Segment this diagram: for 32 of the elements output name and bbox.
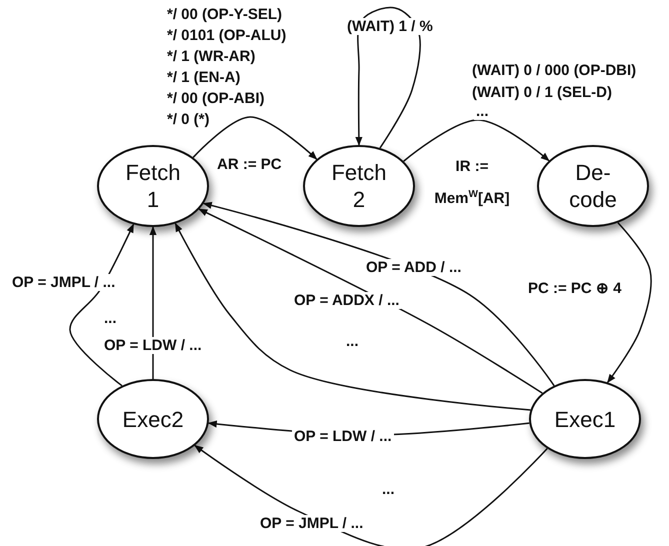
state-ellipse — [97, 145, 209, 227]
edge-label: (WAIT) 1 / % — [345, 18, 435, 35]
state-name: Exec1 — [553, 406, 617, 432]
state-ellipse — [529, 379, 641, 459]
arrow — [174, 222, 531, 411]
state-name: Fetch 2 — [330, 159, 388, 213]
edge-label: OP = ADDX / ... — [292, 292, 402, 309]
state-name: De- code — [568, 159, 618, 213]
transition-note: */ 00 (OP-Y-SEL) — [165, 6, 284, 23]
edge-label: OP = ADD / ... — [364, 259, 464, 276]
arrow — [149, 226, 157, 379]
transition-note: */ 0101 (OP-ALU) — [165, 27, 288, 44]
transition-note: */ 0 (*) — [165, 111, 212, 128]
transition-note: */ 1 (WR-AR) — [165, 48, 258, 65]
edge-label: OP = LDW / ... — [102, 337, 204, 354]
arrow — [69, 224, 134, 386]
arrow — [607, 222, 652, 384]
edge-label: OP = JMPL / ... — [258, 515, 366, 532]
arrow — [194, 444, 548, 546]
state-name: Exec2 — [121, 406, 185, 432]
state-name: Fetch 1 — [124, 159, 182, 213]
state-ellipse — [97, 379, 209, 459]
arrow — [192, 116, 318, 160]
transition-note: (WAIT) 0 / 000 (OP-DBI) — [470, 62, 638, 79]
edge-label: OP = JMPL / ... — [10, 274, 118, 291]
transition-note: */ 00 (OP-ABI) — [165, 90, 267, 107]
transition-note: (WAIT) 0 / 1 (SEL-D) — [470, 84, 614, 101]
arrow — [355, 6, 421, 148]
state-ellipse — [537, 145, 649, 227]
transition-note: */ 1 (EN-A) — [165, 69, 242, 86]
arrow — [403, 119, 550, 162]
state-ellipse — [303, 145, 415, 227]
